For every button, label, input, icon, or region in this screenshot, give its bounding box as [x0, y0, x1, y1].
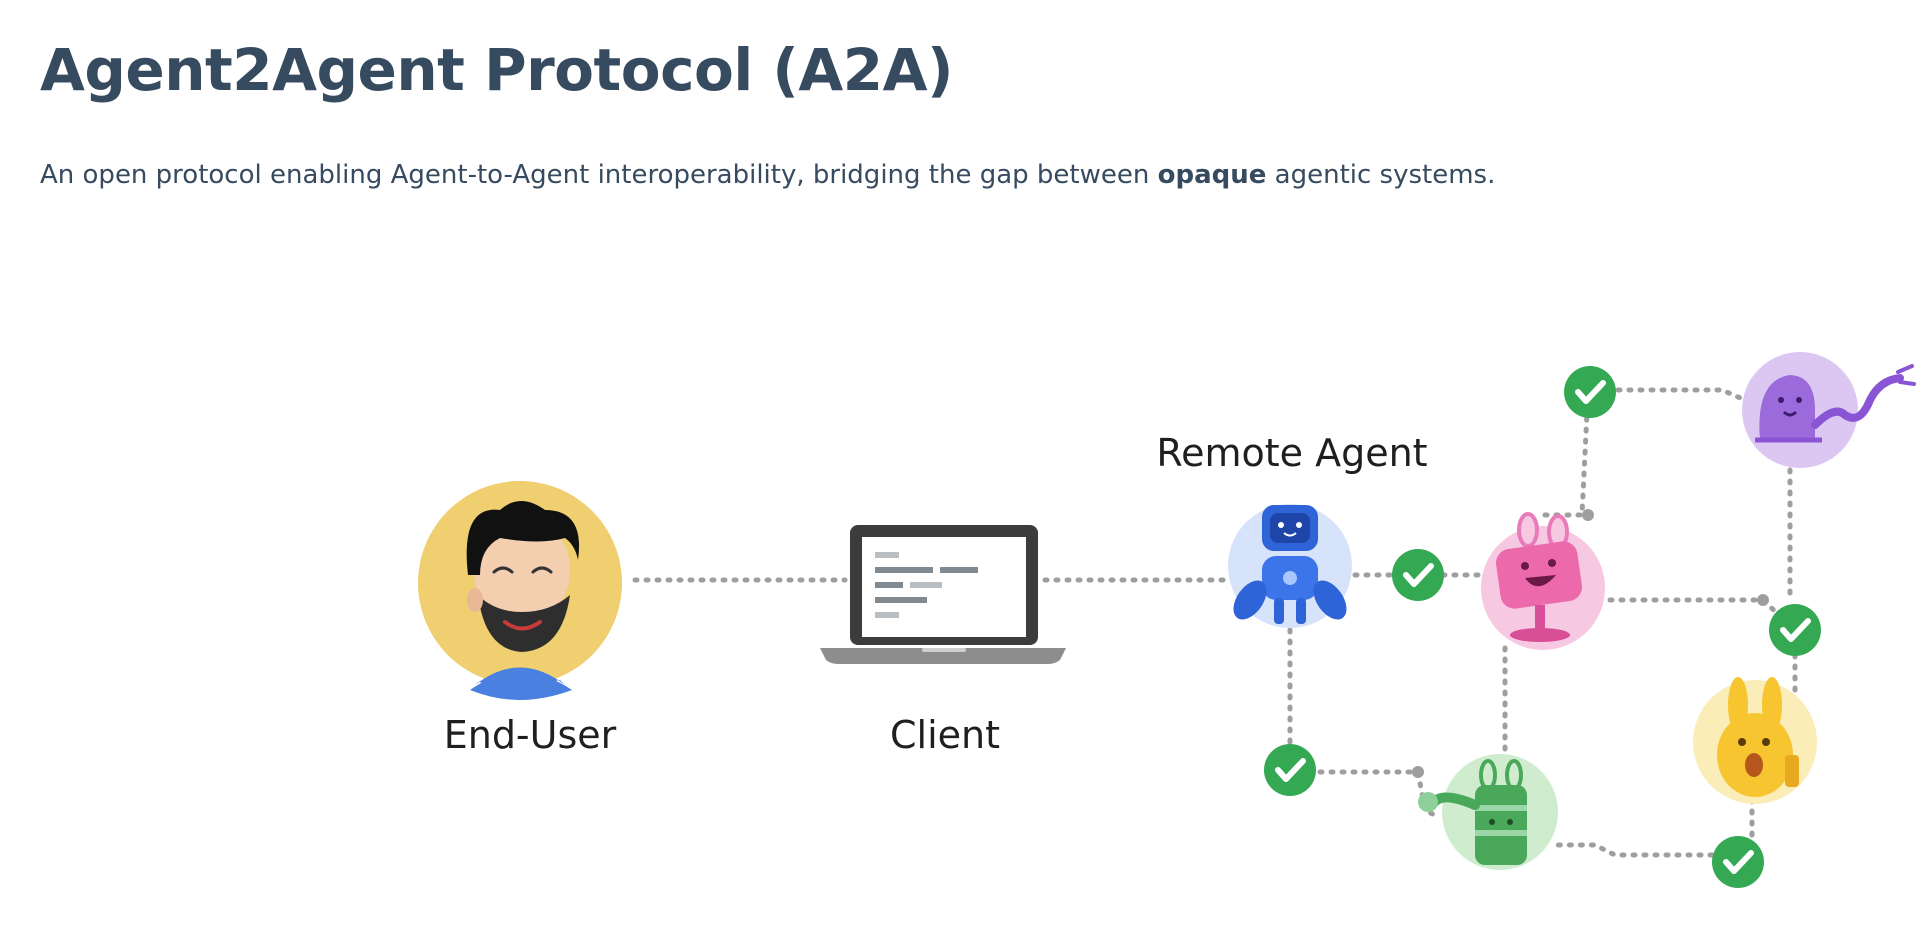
- check-icon-bottom-right: [1712, 836, 1764, 888]
- remote-agent-label: Remote Agent: [1156, 431, 1427, 475]
- page-title: Agent2Agent Protocol (A2A): [40, 36, 954, 104]
- page-subtitle: An open protocol enabling Agent-to-Agent…: [40, 160, 1495, 190]
- check-icon-bottom-left: [1264, 744, 1316, 796]
- client-laptop-icon: [820, 525, 1066, 664]
- yellow-agent-avatar: [1693, 677, 1817, 804]
- check-icon-top: [1564, 366, 1616, 418]
- subtitle-text-end: agentic systems.: [1266, 160, 1496, 190]
- check-icon-right: [1769, 604, 1821, 656]
- check-icon-remote-pink: [1392, 549, 1444, 601]
- remote-agent-robot: [1228, 504, 1352, 628]
- purple-agent-avatar: [1742, 352, 1916, 468]
- connector-top-check-purple: [1615, 387, 1748, 403]
- end-user-avatar: [418, 481, 622, 700]
- client-label: Client: [890, 713, 1000, 757]
- subtitle-text-start: An open protocol enabling Agent-to-Agent…: [40, 160, 1158, 190]
- connector-bottom-check-green: [1552, 842, 1715, 858]
- connector-bottom-left-check-green: [1317, 769, 1443, 821]
- pink-agent-avatar: [1481, 512, 1605, 650]
- connector-yellow-bottom-check: [1737, 797, 1755, 858]
- green-agent-avatar: [1418, 754, 1558, 870]
- subtitle-bold-word: opaque: [1157, 160, 1267, 190]
- connector-pink-right: [1607, 597, 1798, 633]
- end-user-label: End-User: [444, 713, 617, 757]
